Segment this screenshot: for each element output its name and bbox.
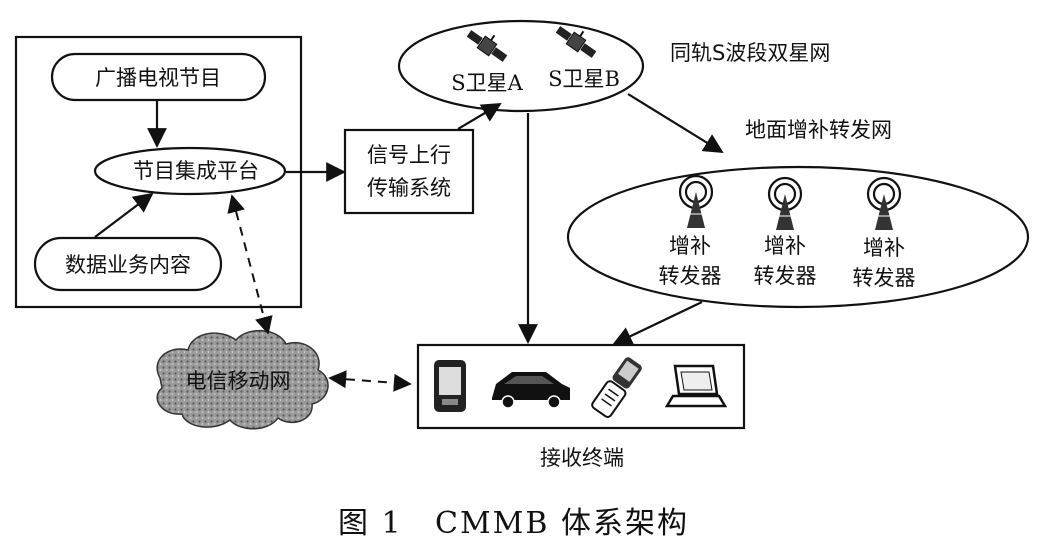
- dashed-link-mobile-terminals: [328, 370, 412, 392]
- car-icon: [492, 372, 570, 409]
- repeater-2-line2: 转发器: [754, 264, 817, 288]
- arrow-ground-to-terminals: [612, 301, 703, 346]
- repeater-3-line2: 转发器: [853, 266, 916, 290]
- repeater-tower-icon: [866, 176, 902, 230]
- arrow-uplink-to-satellite: [457, 102, 502, 130]
- ground-network-node: [566, 165, 1030, 309]
- broadcast-program-node: [50, 52, 267, 102]
- repeater-2-line1: 增补: [764, 234, 806, 258]
- figure-title: CMMB 体系架构: [435, 506, 689, 541]
- repeater-tower-icon: [678, 174, 714, 228]
- integration-platform-label: 节目集成平台: [133, 159, 259, 183]
- mobile-network-cloud: [156, 329, 329, 430]
- satellite-b-icon: [555, 26, 597, 58]
- mobile-network-label: 电信移动网: [186, 369, 291, 393]
- uplink-line1: 信号上行: [367, 143, 451, 167]
- dashed-link-platform-mobile: [227, 194, 273, 335]
- uplink-line2: 传输系统: [367, 176, 451, 200]
- satellite-network-node: [397, 19, 645, 113]
- satellite-b-label: S卫星B: [548, 67, 620, 91]
- flip-phone-icon: [591, 357, 642, 418]
- laptop-icon: [664, 364, 728, 408]
- repeater-tower-icon: [767, 176, 803, 230]
- repeater-1-line2: 转发器: [659, 264, 722, 288]
- repeater-1-line1: 增补: [669, 234, 711, 258]
- arrow-satellite-to-ground: [627, 93, 724, 154]
- pda-icon: [434, 360, 466, 412]
- data-service-node: [33, 236, 223, 292]
- broadcast-program-label: 广播电视节目: [95, 66, 221, 90]
- figure-number: 图 1: [338, 506, 403, 541]
- satellite-a-label: S卫星A: [451, 71, 523, 95]
- arrow-data-to-platform: [94, 192, 154, 238]
- satellite-a-icon: [466, 30, 508, 62]
- integration-platform-node: [93, 146, 287, 196]
- ground-network-label: 地面增补转发网: [745, 118, 892, 142]
- receiving-terminals-label: 接收终端: [540, 446, 624, 470]
- repeater-3-line1: 增补: [863, 236, 905, 260]
- receiving-terminals-box: [416, 343, 746, 430]
- satellite-network-label: 同轨S波段双星网: [670, 41, 830, 65]
- data-service-label: 数据业务内容: [65, 253, 191, 277]
